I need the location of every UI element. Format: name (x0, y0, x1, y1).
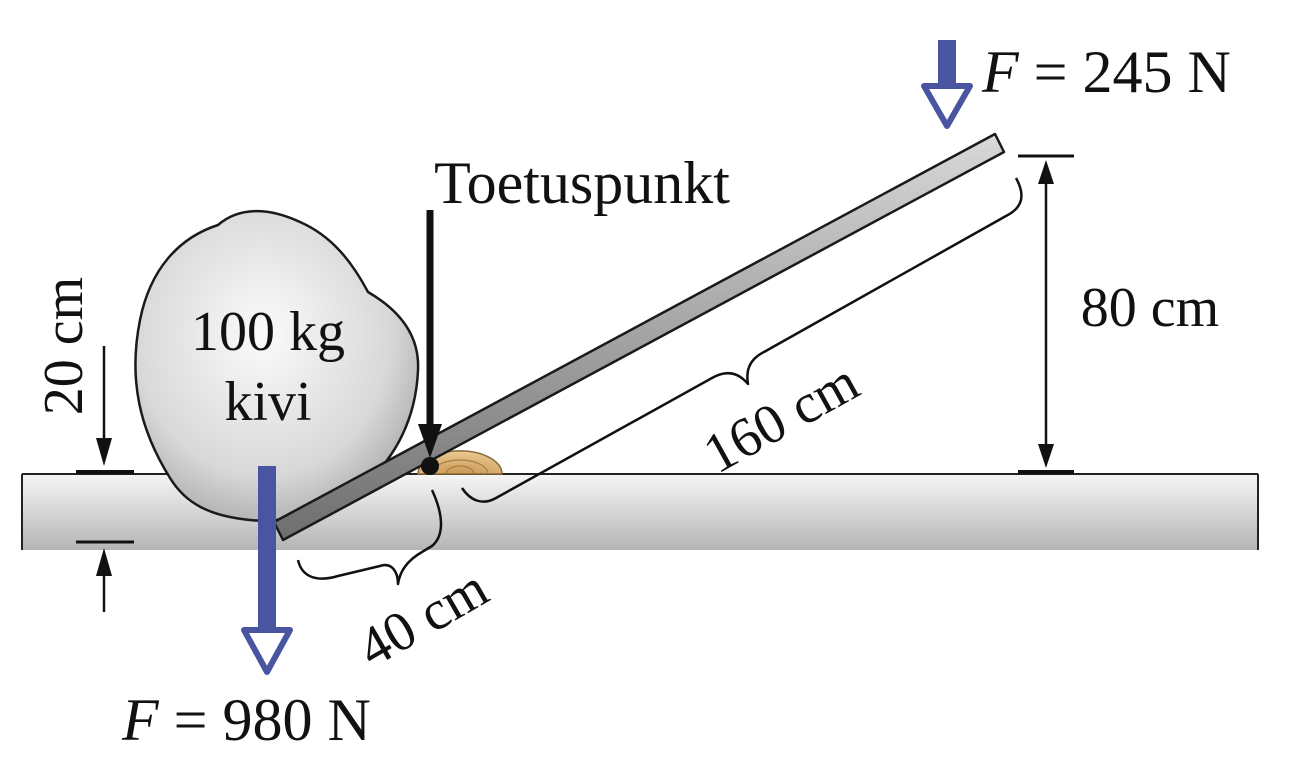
force-bottom-value: = 980 N (159, 687, 371, 753)
long-arm-label: 160 cm (693, 351, 869, 486)
depth-dimension: 20 cm (33, 277, 134, 612)
height-label: 80 cm (1081, 277, 1219, 339)
stone-name-label: kivi (224, 371, 311, 433)
force-top-symbol: F (981, 39, 1020, 105)
force-arrow-bottom: F = 980 N (121, 466, 371, 753)
height-dimension: 80 cm (1018, 154, 1219, 474)
long-arm-brace: 160 cm (460, 177, 1023, 503)
pivot-dot (421, 457, 439, 475)
fulcrum-label: Toetuspunkt (434, 150, 730, 216)
depth-label: 20 cm (33, 277, 95, 415)
stone: 100 kg kivi (134, 209, 420, 522)
force-arrow-top: F = 245 N (921, 39, 1231, 129)
fulcrum-pointer: Toetuspunkt (418, 150, 730, 475)
force-bottom-symbol: F (121, 687, 160, 753)
short-arm-label: 40 cm (348, 557, 499, 680)
force-top-value: = 245 N (1019, 39, 1231, 105)
svg-text:F = 980 N: F = 980 N (121, 687, 371, 753)
stone-mass-label: 100 kg (191, 301, 345, 363)
svg-text:F = 245 N: F = 245 N (981, 39, 1231, 105)
lever-bar (272, 132, 1006, 542)
